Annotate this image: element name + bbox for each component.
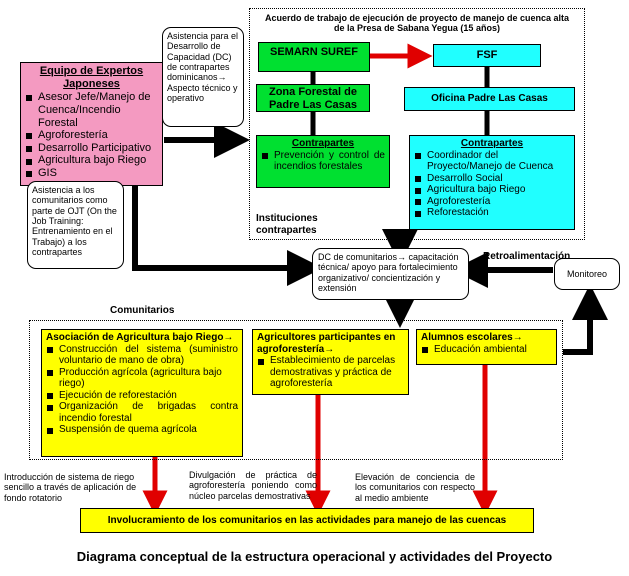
experts-item: Agricultura bajo Riego xyxy=(25,154,158,167)
diagram-caption: Diagrama conceptual de la estructura ope… xyxy=(76,549,553,564)
fsf-box: FSF xyxy=(433,44,541,67)
agricultores-item: Establecimiento de parcelas demostrativa… xyxy=(257,355,404,390)
contrapartes-right-item: Coordinador del Proyecto/Manejo de Cuenc… xyxy=(414,150,570,173)
oficina-box: Oficina Padre Las Casas xyxy=(404,87,575,111)
agreement-title: Acuerdo de trabajo de ejecución de proye… xyxy=(264,13,570,34)
assist-ojt-bubble: Asistencia a los comunitarios como parte… xyxy=(27,181,124,269)
assist-dc-bubble: Asistencia para el Desarrollo de Capacid… xyxy=(162,27,244,127)
monitoreo-label: Monitoreo xyxy=(566,269,608,279)
involucramiento-label: Involucramiento de los comunitarios en l… xyxy=(107,515,507,526)
monitoreo-box: Monitoreo xyxy=(554,258,620,290)
asociacion-box: Asociación de Agricultura bajo Riego→ Co… xyxy=(41,329,243,457)
contrapartes-right-list: Coordinador del Proyecto/Manejo de Cuenc… xyxy=(414,150,570,219)
asociacion-item: Ejecución de reforestación xyxy=(46,390,238,402)
dc-community-text: DC de comunitarios→ capacitación técnica… xyxy=(318,252,459,294)
institutions-region xyxy=(249,8,585,240)
outcome-note-3: Elevación de conciencia de los comunitar… xyxy=(355,472,475,503)
alumnos-list: Educación ambiental xyxy=(421,344,552,356)
dc-community-box: DC de comunitarios→ capacitación técnica… xyxy=(312,248,469,300)
asociacion-item: Organización de brigadas contra incendio… xyxy=(46,401,238,424)
contrapartes-right-item: Agricultura bajo Riego xyxy=(414,184,570,196)
contrapartes-left-item: Prevención y control de incendios forest… xyxy=(261,150,385,173)
experts-item: Agroforestería xyxy=(25,129,158,142)
arrow-experts-to-dc xyxy=(132,186,323,286)
alumnos-item: Educación ambiental xyxy=(421,344,552,356)
comunitarios-label: Comunitarios xyxy=(110,305,175,316)
experts-box: Equipo de Expertos Japoneses Asesor Jefe… xyxy=(20,62,163,186)
experts-item: Desarrollo Participativo xyxy=(25,142,158,155)
contrapartes-right-item: Agroforestería xyxy=(414,196,570,208)
semarn-label: SEMARN SUREF xyxy=(269,46,358,58)
experts-item: Asesor Jefe/Manejo de Cuenca/Incendio Fo… xyxy=(25,91,158,129)
agricultores-box: Agricultores participantes en agroforest… xyxy=(252,329,409,395)
oficina-label: Oficina Padre Las Casas xyxy=(431,93,548,104)
semarn-box: SEMARN SUREF xyxy=(258,42,370,72)
assist-dc-text: Asistencia para el Desarrollo de Capacid… xyxy=(167,31,239,104)
outcome-note-2: Divulgación de práctica de agroforesterí… xyxy=(189,470,317,501)
arrow-comunitarios-to-monitoreo xyxy=(563,284,608,355)
asociacion-list: Construcción del sistema (suministro vol… xyxy=(46,344,238,436)
institutions-label: Instituciones contrapartes xyxy=(256,213,318,236)
contrapartes-right-box: Contrapartes Coordinador del Proyecto/Ma… xyxy=(409,135,575,230)
contrapartes-right-item: Reforestación xyxy=(414,207,570,219)
contrapartes-right-item: Desarrollo Social xyxy=(414,173,570,185)
asociacion-item: Producción agrícola (agricultura bajo ri… xyxy=(46,367,238,390)
zona-box: Zona Forestal de Padre Las Casas xyxy=(256,84,370,112)
zona-label: Zona Forestal de Padre Las Casas xyxy=(268,86,358,111)
contrapartes-left-box: Contrapartes Prevención y control de inc… xyxy=(256,135,390,188)
retro-label: Retroalimentación xyxy=(483,251,571,262)
comunitarios-region xyxy=(29,320,563,460)
experts-list: Asesor Jefe/Manejo de Cuenca/Incendio Fo… xyxy=(25,91,158,179)
experts-item: GIS xyxy=(25,167,158,180)
contrapartes-right-title: Contrapartes xyxy=(460,138,524,149)
agricultores-title: Agricultores participantes en agroforest… xyxy=(257,332,396,355)
assist-ojt-text: Asistencia a los comunitarios como parte… xyxy=(32,185,117,258)
agricultores-list: Establecimiento de parcelas demostrativa… xyxy=(257,355,404,390)
contrapartes-left-title: Contrapartes xyxy=(291,138,355,149)
asociacion-item: Suspensión de quema agrícola xyxy=(46,424,238,436)
contrapartes-left-list: Prevención y control de incendios forest… xyxy=(261,150,385,173)
asociacion-item: Construcción del sistema (suministro vol… xyxy=(46,344,238,367)
outcome-note-1: Introducción de sistema de riego sencill… xyxy=(4,472,137,503)
alumnos-box: Alumnos escolares→ Educación ambiental xyxy=(416,329,557,365)
asociacion-title: Asociación de Agricultura bajo Riego→ xyxy=(46,332,234,343)
fsf-label: FSF xyxy=(476,49,498,61)
involucramiento-box: Involucramiento de los comunitarios en l… xyxy=(80,508,534,533)
experts-title: Equipo de Expertos Japoneses xyxy=(39,65,144,90)
alumnos-title: Alumnos escolares→ xyxy=(421,332,523,343)
